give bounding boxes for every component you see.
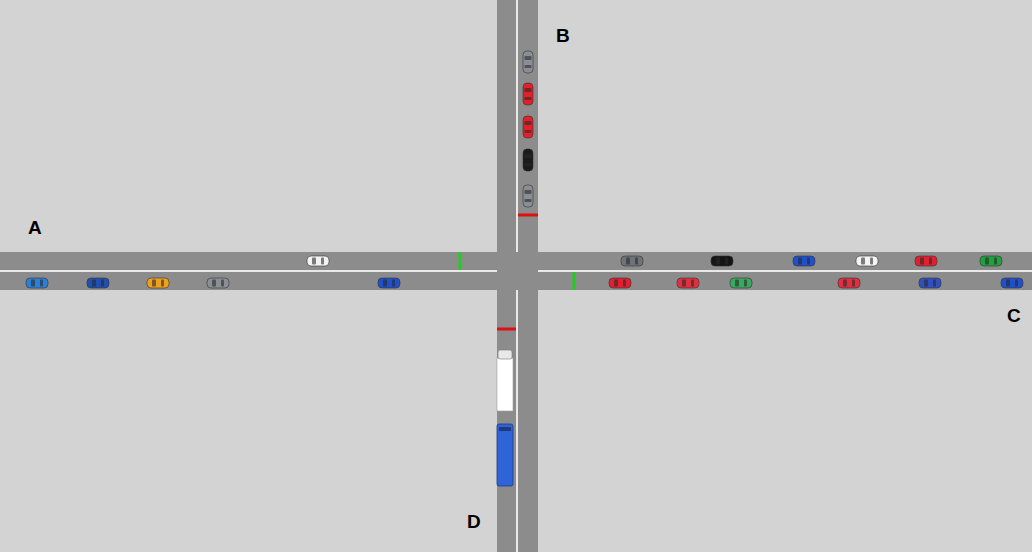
road-label: D [467, 512, 481, 531]
signal-line [573, 272, 576, 290]
road-label: A [28, 218, 42, 237]
car [677, 278, 699, 288]
car [838, 278, 860, 288]
truck [497, 350, 513, 411]
car [26, 278, 48, 288]
car [523, 149, 533, 171]
car [378, 278, 400, 288]
lane-divider [516, 290, 518, 552]
car [980, 256, 1002, 266]
car [730, 278, 752, 288]
car [711, 256, 733, 266]
lane-divider [516, 0, 518, 252]
car [523, 51, 533, 73]
lane-divider [0, 270, 497, 272]
road-label: C [1007, 306, 1021, 325]
car [1001, 278, 1023, 288]
car [856, 256, 878, 266]
car [207, 278, 229, 288]
vertical-road [497, 0, 538, 552]
car [621, 256, 643, 266]
car [307, 256, 329, 266]
lane-divider [538, 270, 1032, 272]
car [523, 185, 533, 207]
car [87, 278, 109, 288]
car [523, 116, 533, 138]
signal-line [459, 252, 462, 270]
bus [497, 424, 513, 486]
signal-line [518, 214, 538, 217]
car [609, 278, 631, 288]
road-label: B [556, 26, 570, 45]
signal-line [497, 328, 516, 331]
car [147, 278, 169, 288]
car [919, 278, 941, 288]
car [915, 256, 937, 266]
car [523, 83, 533, 105]
car [793, 256, 815, 266]
